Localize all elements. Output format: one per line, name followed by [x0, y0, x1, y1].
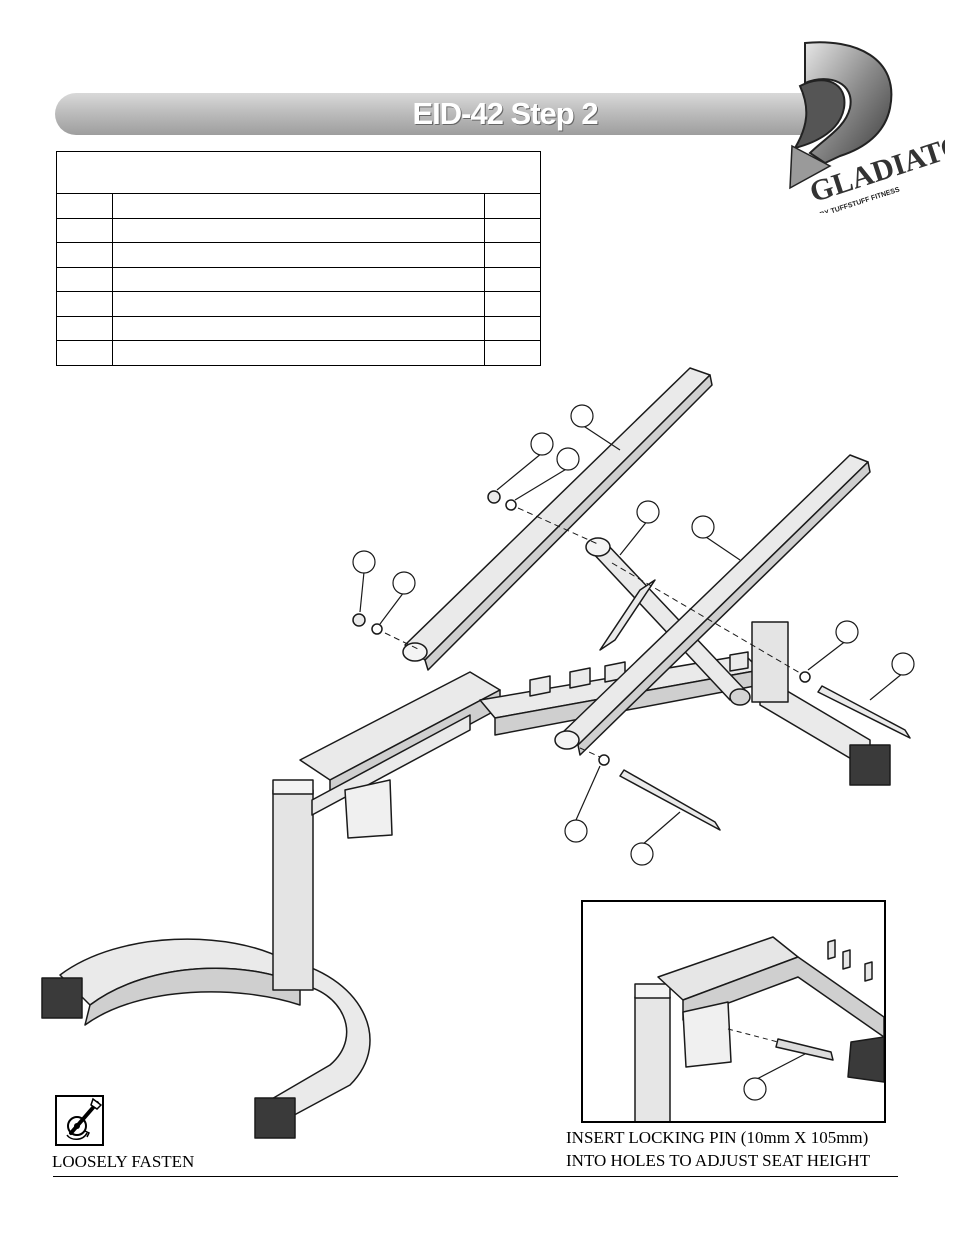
- table-row: [56, 340, 541, 366]
- inset-caption-line: INSERT LOCKING PIN (10mm X 105mm): [566, 1128, 869, 1147]
- callout-bubble: [564, 819, 588, 843]
- table-row: [56, 266, 541, 292]
- hardware-nut: [352, 613, 366, 627]
- hardware-washer: [371, 623, 383, 635]
- seat-bracket: [344, 779, 393, 839]
- loosely-fasten-label: LOOSELY FASTEN: [52, 1152, 195, 1171]
- parts-table: [56, 151, 541, 366]
- hardware-bolt: [619, 769, 721, 831]
- callout-bubble: [743, 1077, 767, 1101]
- hardware-nut: [487, 490, 501, 504]
- callout-bubble: [530, 432, 554, 456]
- inset-caption-line: INTO HOLES TO ADJUST SEAT HEIGHT: [566, 1151, 870, 1170]
- hardware-washer: [598, 754, 610, 766]
- base-foot: [849, 744, 891, 786]
- back-rail-lower: [559, 454, 869, 746]
- table-row: [56, 315, 541, 341]
- callout-bubble: [835, 620, 859, 644]
- callout-bubble: [556, 447, 580, 471]
- locking-pin: [775, 1038, 834, 1061]
- table-row: [56, 193, 541, 219]
- loosely-fasten-icon-box: [55, 1095, 104, 1146]
- callout-bubble: [691, 515, 715, 539]
- vertical-post: [272, 789, 314, 991]
- callout-bubble: [891, 652, 915, 676]
- rear-upright: [751, 621, 789, 703]
- callout-bubble: [352, 550, 376, 574]
- parts-table-header: [56, 151, 541, 194]
- page-title: EID-42 Step 2: [412, 96, 598, 131]
- title-bar: EID-42 Step 2: [55, 93, 825, 135]
- locking-pin-detail: [634, 936, 884, 1121]
- table-row: [56, 291, 541, 317]
- inset-detail: [581, 900, 886, 1123]
- base-foot: [41, 977, 83, 1019]
- callout-bubble: [392, 571, 416, 595]
- footer-divider: [53, 1176, 898, 1177]
- hardware-washer: [799, 671, 811, 683]
- callout-bubble: [570, 404, 594, 428]
- callout-bubble: [630, 842, 654, 866]
- callout-bubble: [636, 500, 660, 524]
- table-row: [56, 242, 541, 268]
- hardware-washer: [505, 499, 517, 511]
- hardware-bolt: [817, 685, 911, 739]
- inset-caption: INSERT LOCKING PIN (10mm X 105mm) INTO H…: [566, 1126, 870, 1172]
- gladiator-logo: GLADIATOR BY TUFFSTUFF FITNESS: [789, 41, 945, 213]
- base-foot: [254, 1097, 296, 1139]
- wrench-icon: [66, 1097, 103, 1140]
